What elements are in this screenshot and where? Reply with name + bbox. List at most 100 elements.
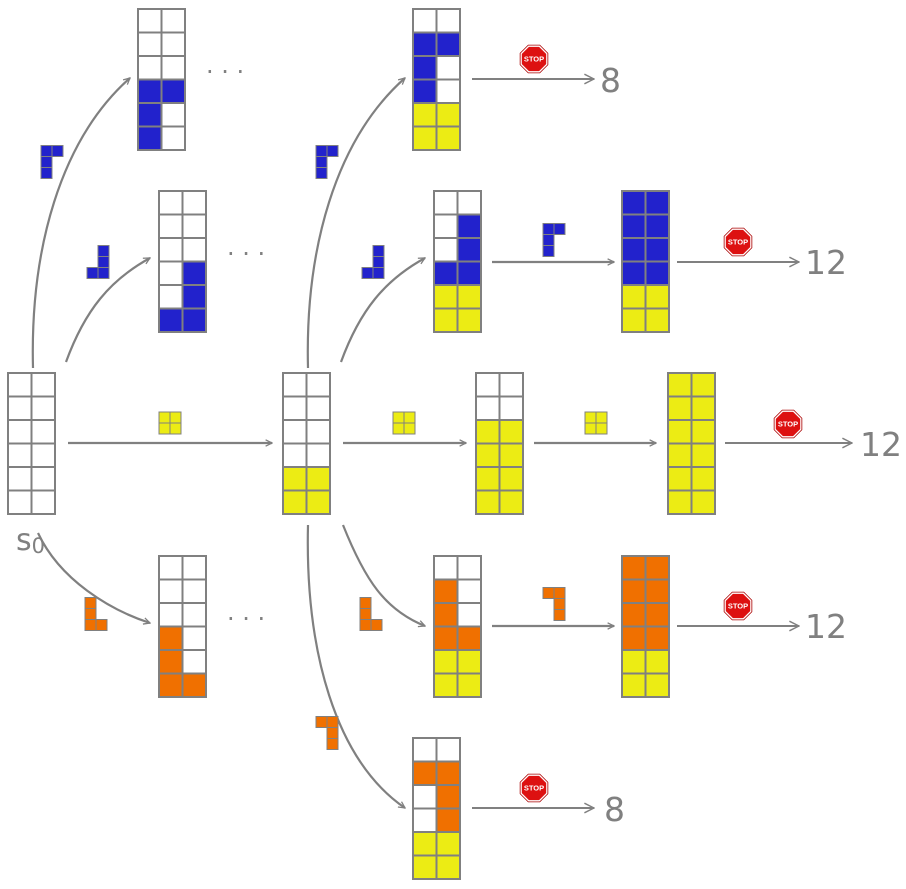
board-cell bbox=[621, 284, 647, 310]
board-cell bbox=[137, 78, 163, 104]
blue-l-piece-icon bbox=[86, 245, 110, 279]
board-cell bbox=[475, 395, 501, 421]
edge-s0-to-orange-l bbox=[37, 532, 150, 623]
board-d3-blue bbox=[621, 190, 670, 333]
board-cell bbox=[181, 672, 207, 698]
board-cell bbox=[305, 372, 331, 398]
orange-j-piece-icon bbox=[542, 587, 566, 621]
edge-layer bbox=[31, 78, 656, 809]
board-cell bbox=[433, 213, 459, 239]
board-cell bbox=[412, 784, 438, 810]
board-cell bbox=[456, 578, 482, 604]
board-cell bbox=[456, 260, 482, 286]
board-cell bbox=[181, 190, 207, 216]
board-cell bbox=[137, 8, 163, 34]
board-cell bbox=[160, 31, 186, 57]
board-cell bbox=[456, 213, 482, 239]
board-cell bbox=[435, 807, 461, 833]
board-cell bbox=[475, 419, 501, 445]
board-cell bbox=[160, 8, 186, 34]
board-cell bbox=[158, 237, 184, 263]
svg-text:STOP: STOP bbox=[728, 238, 748, 247]
board-cell bbox=[644, 284, 670, 310]
board-cell bbox=[621, 672, 647, 698]
board-cell bbox=[456, 649, 482, 675]
board-cell bbox=[435, 854, 461, 880]
board-cell bbox=[412, 31, 438, 57]
board-cell bbox=[433, 237, 459, 263]
board-cell bbox=[621, 260, 647, 286]
board-cell bbox=[498, 395, 524, 421]
board-cell bbox=[30, 442, 56, 468]
board-cell bbox=[644, 260, 670, 286]
board-cell bbox=[137, 55, 163, 81]
board-cell bbox=[30, 372, 56, 398]
orange-l-piece-icon bbox=[359, 597, 383, 631]
board-cell bbox=[160, 78, 186, 104]
start-state-subscript: 0 bbox=[32, 534, 45, 558]
board-cell bbox=[181, 237, 207, 263]
board-cell bbox=[412, 737, 438, 763]
board-cell bbox=[160, 125, 186, 151]
svg-text:STOP: STOP bbox=[524, 55, 544, 64]
board-cell bbox=[498, 372, 524, 398]
board-s0 bbox=[7, 372, 56, 515]
board-d1-blue-l bbox=[158, 190, 207, 333]
board-cell bbox=[644, 649, 670, 675]
board-cell bbox=[30, 489, 56, 515]
board-cell bbox=[160, 55, 186, 81]
board-cell bbox=[456, 237, 482, 263]
board-cell bbox=[644, 237, 670, 263]
board-d1-blue-j bbox=[137, 8, 186, 151]
board-d1-orange-l bbox=[158, 555, 207, 698]
score-label: 8 bbox=[600, 61, 621, 100]
board-cell bbox=[621, 649, 647, 675]
board-cell bbox=[433, 555, 459, 581]
board-cell bbox=[433, 190, 459, 216]
board-cell bbox=[30, 395, 56, 421]
board-cell bbox=[621, 578, 647, 604]
board-cell bbox=[282, 395, 308, 421]
svg-text:STOP: STOP bbox=[728, 602, 748, 611]
start-state-label: s0 bbox=[16, 523, 45, 558]
board-d2-yellow-o bbox=[475, 372, 524, 515]
board-cell bbox=[498, 442, 524, 468]
board-cell bbox=[181, 555, 207, 581]
board-cell bbox=[644, 555, 670, 581]
board-cell bbox=[475, 489, 501, 515]
board-cell bbox=[158, 602, 184, 628]
blue-l-piece-icon bbox=[361, 245, 385, 279]
board-cell bbox=[456, 602, 482, 628]
board-cell bbox=[181, 602, 207, 628]
board-cell bbox=[433, 625, 459, 651]
board-cell bbox=[644, 307, 670, 333]
score-label: 12 bbox=[860, 425, 902, 464]
board-cell bbox=[621, 190, 647, 216]
board-cell bbox=[475, 442, 501, 468]
stop-sign-icon: STOP bbox=[519, 773, 549, 803]
board-cell bbox=[644, 213, 670, 239]
score-labels: 8 12 12 12 8 bbox=[600, 61, 902, 829]
board-cell bbox=[412, 78, 438, 104]
board-cell bbox=[7, 419, 33, 445]
board-cell bbox=[160, 102, 186, 128]
board-cell bbox=[498, 419, 524, 445]
board-cell bbox=[412, 102, 438, 128]
board-cell bbox=[433, 672, 459, 698]
board-cell bbox=[158, 307, 184, 333]
board-cell bbox=[435, 831, 461, 857]
board-cell bbox=[7, 372, 33, 398]
board-cell bbox=[435, 784, 461, 810]
board-cell bbox=[621, 213, 647, 239]
board-cell bbox=[667, 395, 693, 421]
yellow-o-piece-icon bbox=[584, 411, 608, 435]
board-cell bbox=[158, 555, 184, 581]
edge-s0-to-blue-l bbox=[64, 257, 150, 363]
board-cell bbox=[412, 125, 438, 151]
edge-s0-to-blue-j bbox=[31, 78, 130, 369]
board-cell bbox=[498, 466, 524, 492]
board-layer bbox=[7, 8, 716, 880]
board-cell bbox=[475, 372, 501, 398]
board-cell bbox=[690, 372, 716, 398]
piece-icon-layer bbox=[40, 145, 608, 750]
